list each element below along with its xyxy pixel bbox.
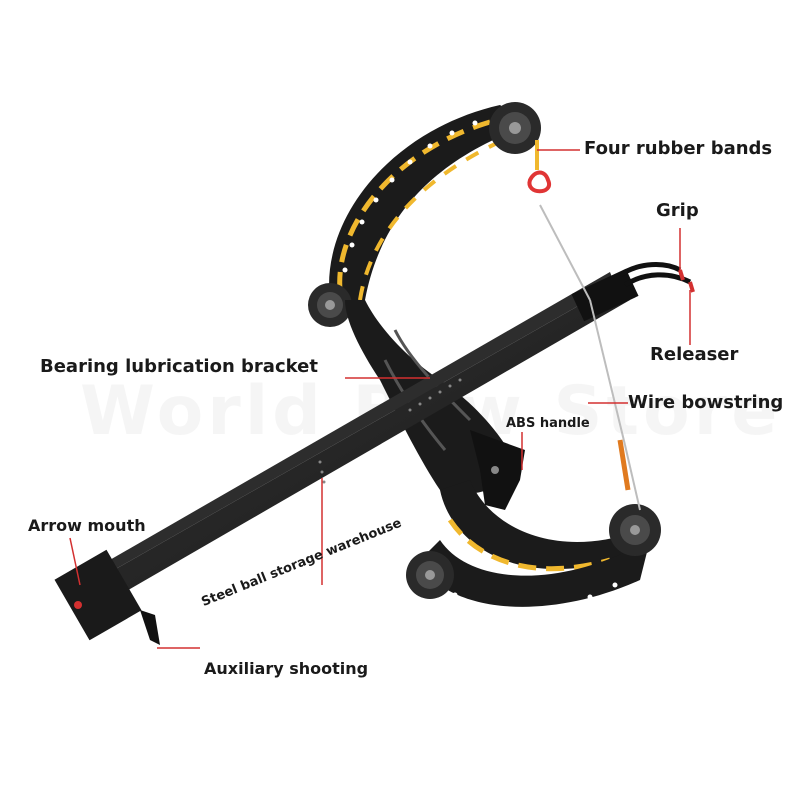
abs-handle [470, 430, 525, 510]
upper-limb [329, 105, 530, 301]
label-arrow-mouth: Arrow mouth [28, 516, 146, 535]
label-releaser: Releaser [650, 344, 739, 365]
lower-limb [420, 480, 650, 614]
label-four-rubber-bands: Four rubber bands [584, 138, 773, 159]
label-abs-handle: ABS handle [506, 416, 590, 431]
leader-lines [69, 149, 691, 649]
upper-cam-wheels [308, 102, 541, 327]
label-grip: Grip [656, 200, 699, 221]
label-wire-bowstring: Wire bowstring [628, 392, 784, 413]
label-auxiliary-shooting: Auxiliary shooting [204, 659, 369, 678]
label-bearing-lubrication-bracket: Bearing lubrication bracket [40, 356, 318, 377]
releaser-grip [571, 262, 695, 322]
wire-bowstrings [527, 140, 641, 511]
barrel-rail [54, 272, 630, 645]
lower-cam-wheels [406, 504, 661, 599]
